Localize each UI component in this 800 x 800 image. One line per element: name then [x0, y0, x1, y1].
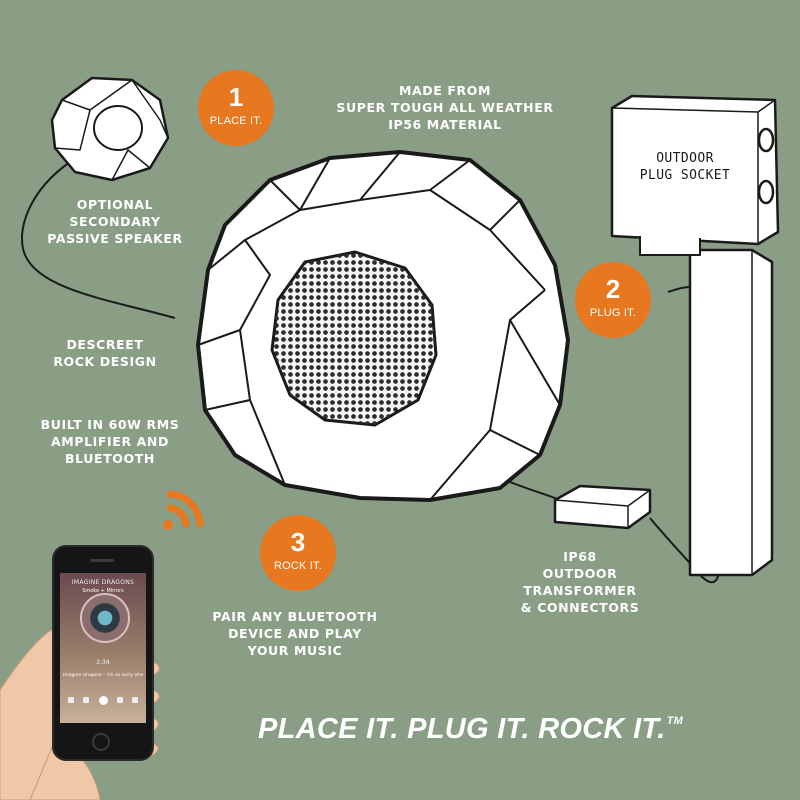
step-number: 1	[228, 82, 244, 112]
previous-icon	[83, 697, 90, 703]
player-controls	[68, 695, 138, 705]
step-label: ROCK IT.	[273, 560, 323, 572]
tagline-text: PLACE IT. PLUG IT. ROCK IT.	[258, 713, 666, 745]
step-label: PLUG IT.	[589, 307, 637, 319]
step-3-badge: 3 ROCK IT.	[260, 515, 336, 591]
amplifier-label: BUILT IN 60W RMS AMPLIFIER AND BLUETOOTH	[40, 417, 180, 466]
track-time: 2:34	[96, 659, 110, 666]
rock-design-label: DESCREET ROCK DESIGN	[53, 337, 157, 369]
material-label: MADE FROM SUPER TOUGH ALL WEATHER IP56 M…	[336, 83, 554, 132]
play-icon	[98, 695, 108, 705]
album-title: Smoke + Mirrors	[82, 588, 124, 594]
step-2-badge: 2 PLUG IT.	[575, 262, 651, 338]
cable-speaker-transformer	[509, 481, 561, 501]
main-rock-speaker-icon	[196, 150, 570, 502]
track-title: Imagine Dragons – I'm so sorry (the end)	[63, 673, 143, 678]
step-1-badge: 1 PLACE IT.	[198, 70, 274, 146]
smartphone-icon: IMAGINE DRAGONS Smoke + Mirrors 2:34 Ima…	[52, 545, 154, 761]
cable-secondary-speaker	[21, 161, 176, 319]
secondary-rock-speaker-icon	[50, 76, 170, 182]
wifi-signal-icon	[163, 490, 204, 530]
step-label: PLACE IT.	[209, 115, 263, 127]
repeat-icon	[132, 697, 138, 703]
phone-speaker-slot	[90, 559, 114, 562]
pair-label: PAIR ANY BLUETOOTH DEVICE AND PLAY YOUR …	[212, 609, 378, 658]
trademark-mark: TM	[666, 715, 684, 727]
socket-label: OUTDOOR PLUG SOCKET	[639, 151, 731, 183]
home-button	[92, 733, 110, 751]
secondary-speaker-label: OPTIONAL SECONDARY PASSIVE SPEAKER	[47, 197, 183, 246]
step-number: 3	[290, 527, 306, 557]
transformer-icon	[553, 484, 652, 530]
artist-name: IMAGINE DRAGONS	[71, 579, 135, 586]
music-player-screen: IMAGINE DRAGONS Smoke + Mirrors 2:34 Ima…	[60, 573, 146, 723]
outdoor-socket-icon	[610, 94, 780, 577]
album-art	[80, 593, 130, 643]
transformer-label: IP68 OUTDOOR TRANSFORMER & CONNECTORS	[520, 549, 640, 615]
tagline: PLACE IT. PLUG IT. ROCK IT.TM	[258, 713, 728, 746]
step-number: 2	[605, 274, 621, 304]
shuffle-icon	[68, 697, 74, 703]
next-icon	[116, 697, 123, 703]
